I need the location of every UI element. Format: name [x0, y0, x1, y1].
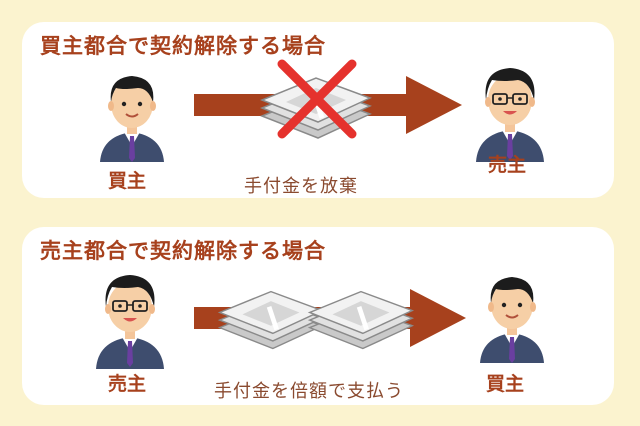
seller-label: 売主 [488, 154, 527, 176]
money-bundle-icon [307, 290, 415, 350]
money-bundle-icon [217, 290, 325, 350]
top-panel-title: 買主都合で契約解除する場合 [40, 34, 326, 58]
bottom-scenario-panel: 売主都合で契約解除する場合 売主 手付金を倍額で支払う [22, 227, 614, 405]
cross-icon [277, 59, 357, 139]
seller-label: 売主 [108, 373, 147, 395]
buyer-label: 買主 [486, 373, 525, 395]
buyer-person-icon [100, 76, 164, 162]
buyer-person-icon [480, 277, 544, 363]
buyer-label: 買主 [108, 170, 147, 192]
top-scenario-panel: 買主都合で契約解除する場合 買主 手付金を放棄 [22, 22, 614, 198]
bottom-panel-title: 売主都合で契約解除する場合 [40, 239, 326, 263]
top-caption: 手付金を放棄 [244, 176, 358, 197]
seller-person-icon [96, 275, 164, 369]
bottom-caption: 手付金を倍額で支払う [214, 381, 404, 402]
seller-person-icon [476, 68, 544, 162]
